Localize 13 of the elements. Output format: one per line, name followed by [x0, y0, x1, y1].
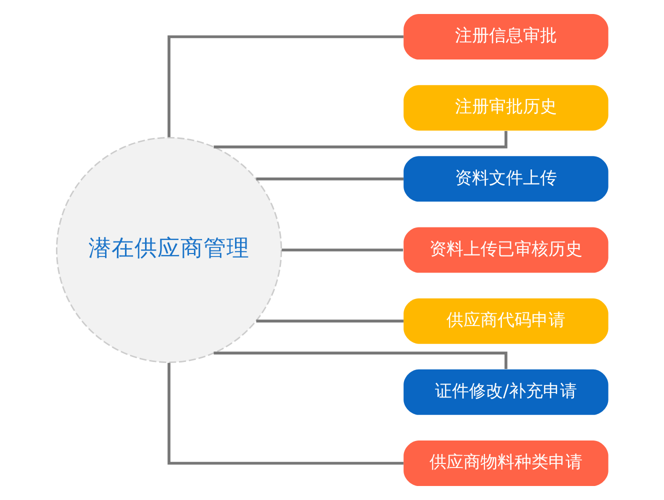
connector — [256, 178, 404, 180]
node-circle: 潜在供应商管理 — [55, 136, 282, 364]
node-box: 供应商代码申请 — [403, 298, 608, 344]
connector — [167, 35, 403, 138]
node-box: 注册审批历史 — [403, 85, 608, 131]
node-box: 资料上传已审核历史 — [403, 227, 608, 273]
node-box: 供应商物料种类申请 — [403, 440, 608, 486]
connector — [256, 320, 404, 322]
connector — [167, 362, 403, 465]
connector — [281, 248, 403, 252]
node-box: 资料文件上传 — [403, 156, 608, 202]
node-box: 注册信息审批 — [403, 14, 608, 60]
node-box: 证件修改/补充申请 — [403, 369, 608, 415]
